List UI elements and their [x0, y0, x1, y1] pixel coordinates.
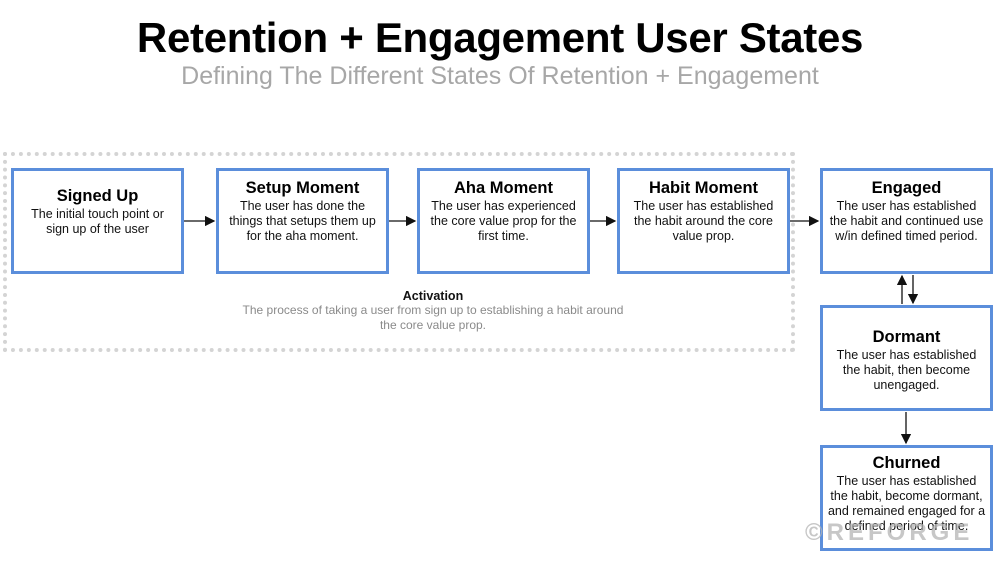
reforge-watermark: ©REFORGE	[805, 519, 974, 546]
state-name: Churned	[872, 454, 941, 472]
state-description: The user has experienced the core value …	[430, 199, 577, 243]
state-box-engaged: Engaged The user has established the hab…	[820, 168, 993, 274]
activation-description: The process of taking a user from sign u…	[242, 303, 624, 332]
state-name: Dormant	[872, 328, 941, 346]
state-description: The initial touch point or sign up of th…	[31, 207, 164, 236]
activation-group-frame	[3, 152, 795, 352]
state-box-aha-moment: Aha Moment The user has experienced the …	[417, 168, 590, 274]
state-description: The user has established the habit, then…	[836, 348, 977, 392]
state-box-setup-moment: Setup Moment The user has done the thing…	[216, 168, 389, 274]
state-name: Setup Moment	[245, 179, 360, 197]
state-box-churned: Churned The user has established the hab…	[820, 445, 993, 551]
activation-label: Activation	[402, 289, 464, 303]
state-name: Habit Moment	[648, 179, 759, 197]
state-name: Engaged	[871, 179, 942, 197]
page-title: Retention + Engagement User States	[136, 14, 864, 61]
state-box-habit-moment: Habit Moment The user has established th…	[617, 168, 790, 274]
state-description: The user has done the things that setups…	[229, 199, 376, 243]
state-description: The user has established the habit, beco…	[827, 474, 986, 533]
state-description: The user has established the habit and c…	[829, 199, 984, 243]
state-box-signed-up: Signed Up The initial touch point or sig…	[11, 168, 184, 274]
state-description: The user has established the habit aroun…	[633, 199, 774, 243]
state-box-dormant: Dormant The user has established the hab…	[820, 305, 993, 411]
state-name: Aha Moment	[454, 179, 553, 197]
state-name: Signed Up	[56, 187, 139, 205]
page-subtitle: Defining The Different States Of Retenti…	[181, 62, 819, 90]
activation-caption: Activation The process of taking a user …	[233, 289, 633, 333]
